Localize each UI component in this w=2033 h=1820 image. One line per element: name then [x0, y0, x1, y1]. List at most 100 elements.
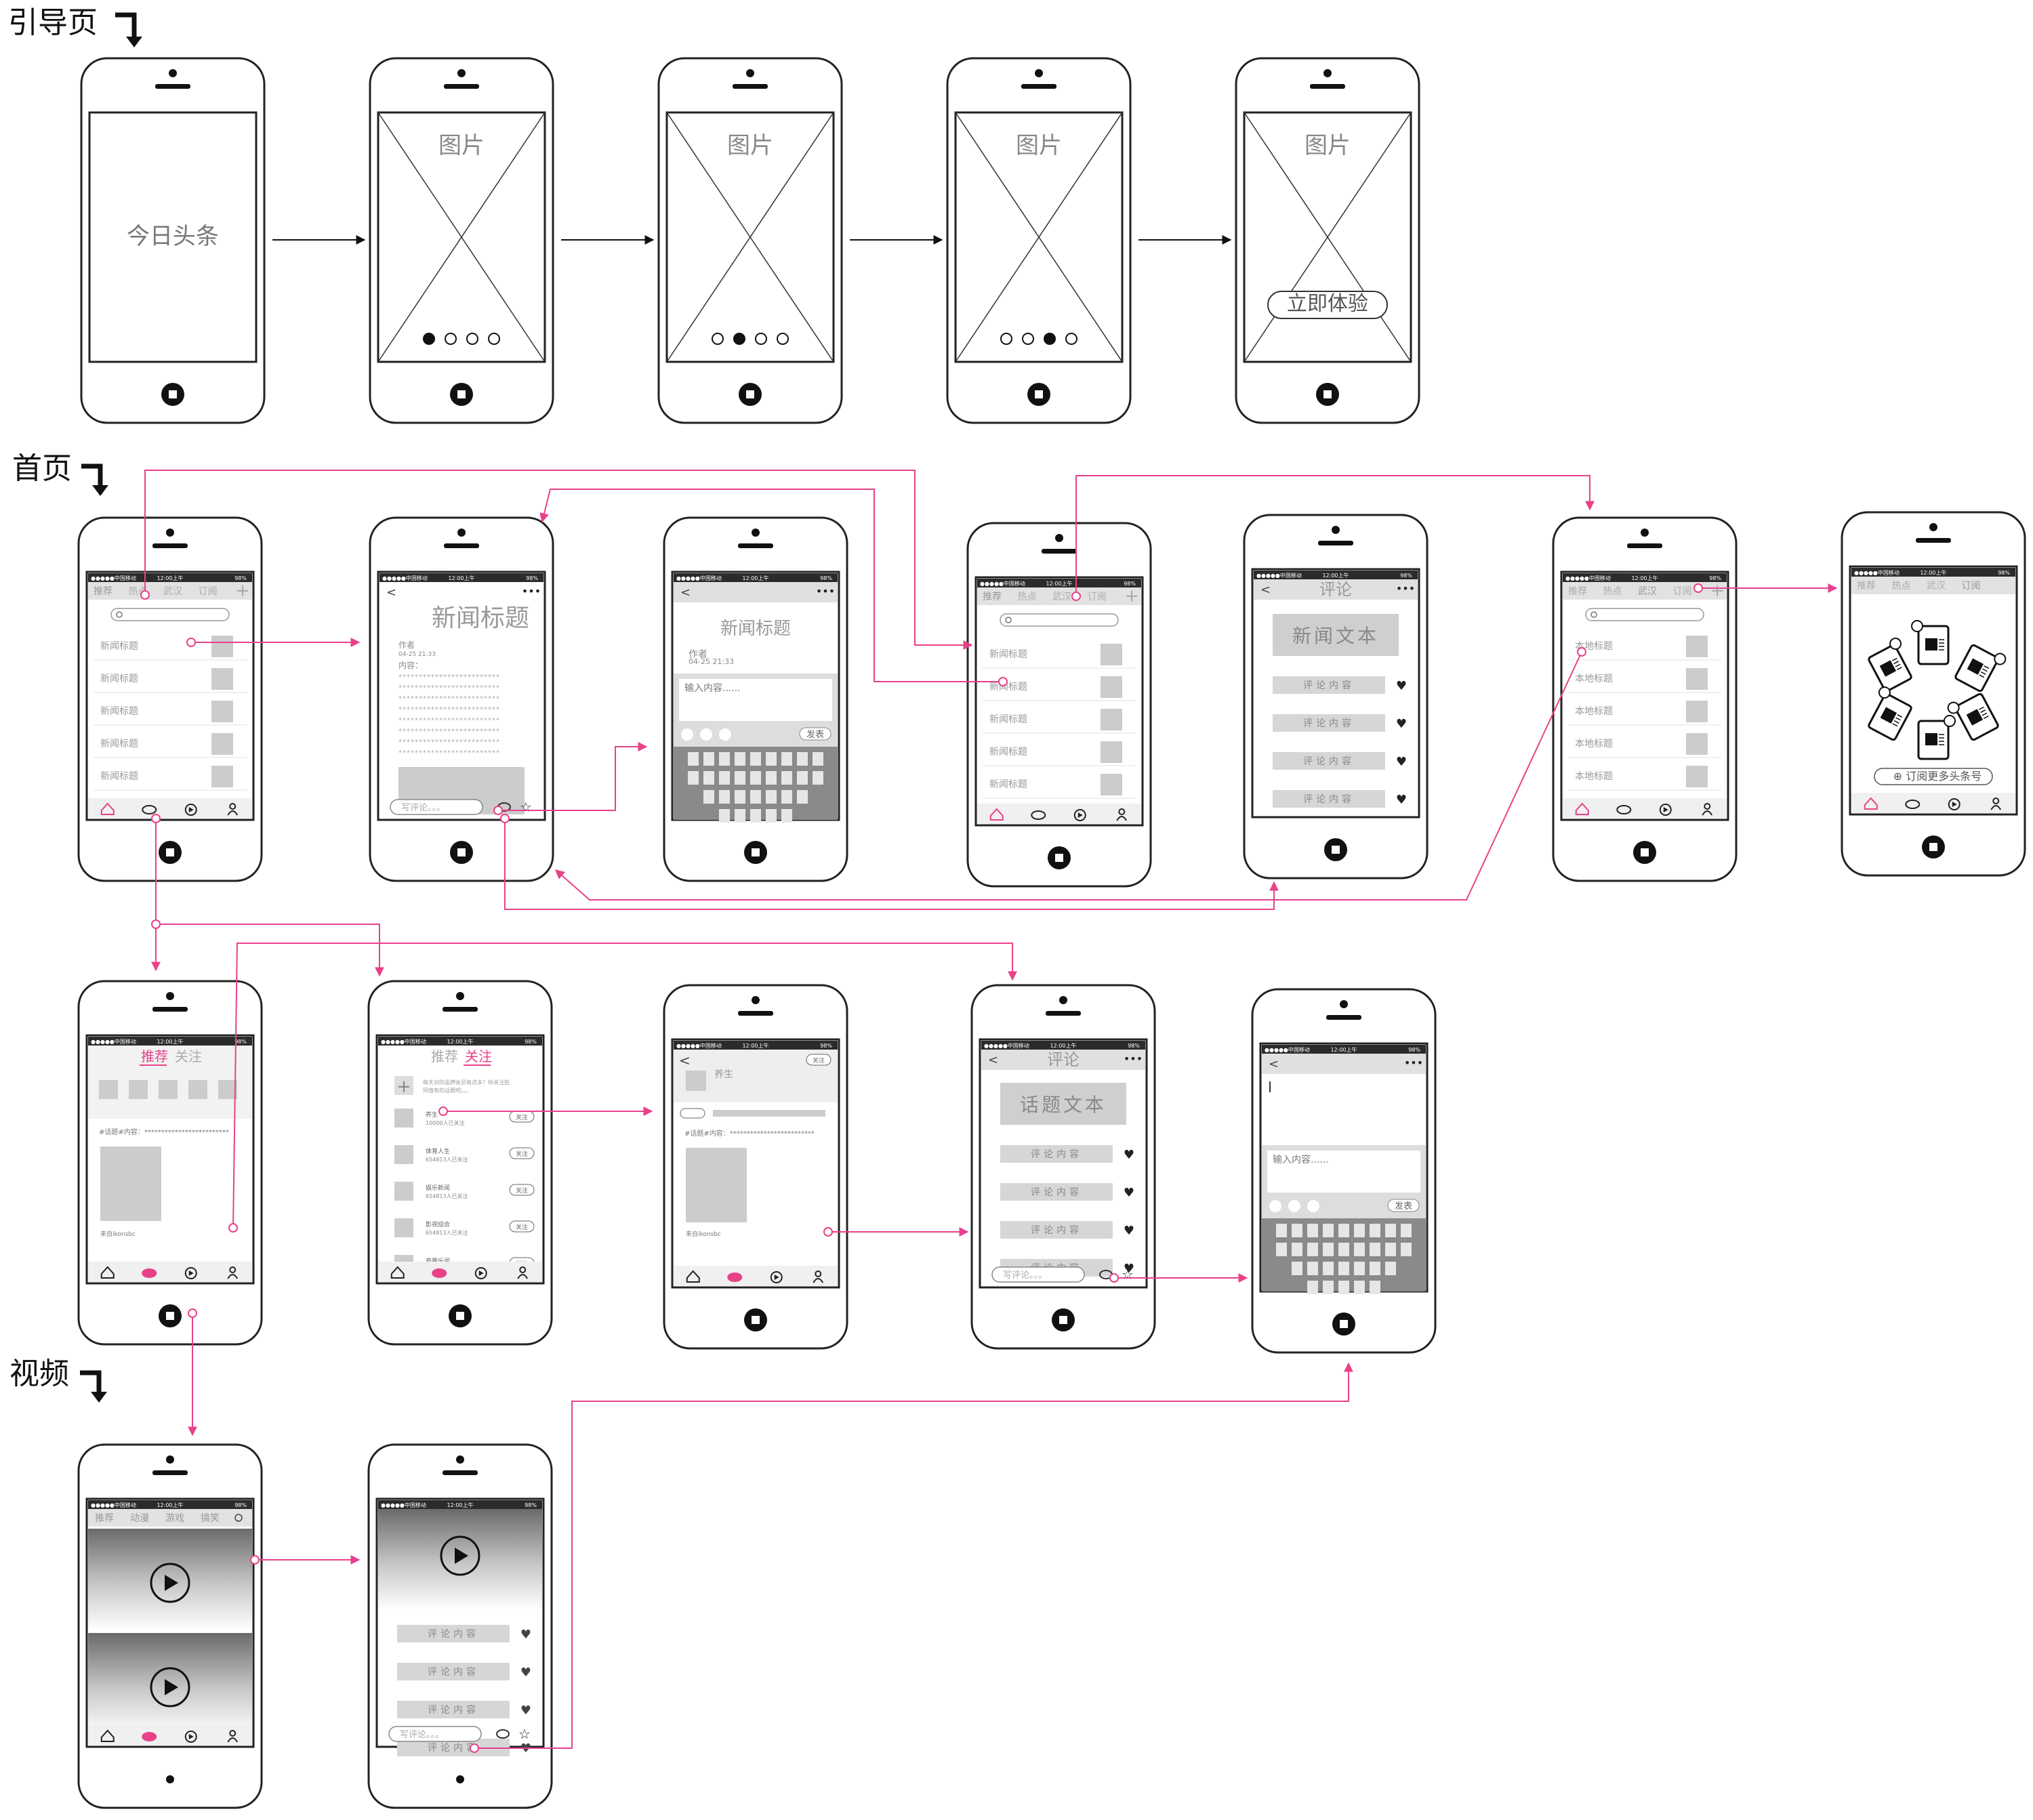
- list-item-title[interactable]: 新闻标题: [100, 641, 138, 652]
- comment-item[interactable]: [397, 1663, 510, 1680]
- keyboard-key[interactable]: [1338, 1224, 1349, 1237]
- keyboard-key[interactable]: [1323, 1281, 1334, 1294]
- comment-item[interactable]: [1000, 1145, 1113, 1163]
- keyboard-key[interactable]: [1338, 1262, 1349, 1275]
- channel-tab[interactable]: 热点: [1018, 592, 1037, 602]
- like-heart-icon[interactable]: ♥: [1396, 793, 1407, 807]
- list-item-title[interactable]: 新闻标题: [100, 739, 138, 749]
- keyboard-key[interactable]: [719, 809, 730, 823]
- like-heart-icon[interactable]: ♥: [1396, 679, 1407, 693]
- keyboard-key[interactable]: [1354, 1281, 1365, 1294]
- like-heart-icon[interactable]: ♥: [1124, 1186, 1134, 1200]
- follow-button[interactable]: [509, 1184, 535, 1196]
- comment-item[interactable]: [1000, 1221, 1113, 1239]
- home-tab-icon[interactable]: [100, 1729, 115, 1742]
- search-input[interactable]: [110, 608, 230, 621]
- list-item-title[interactable]: 本地标题: [1575, 771, 1613, 782]
- more-icon[interactable]: •••: [1124, 1052, 1143, 1065]
- home-button[interactable]: [166, 1775, 174, 1783]
- keyboard-key[interactable]: [1370, 1224, 1380, 1237]
- keyboard-key[interactable]: [1354, 1243, 1365, 1256]
- pager-dot[interactable]: [1044, 333, 1056, 345]
- topic-tab-icon[interactable]: [142, 1732, 157, 1741]
- video-tab-icon[interactable]: [474, 1267, 487, 1279]
- list-item-title[interactable]: 新闻标题: [100, 771, 138, 782]
- list-item-title[interactable]: 新闻标题: [989, 779, 1027, 790]
- video-channel-tab[interactable]: 动漫: [130, 1513, 149, 1524]
- like-heart-icon[interactable]: ♥: [1124, 1224, 1134, 1238]
- like-heart-icon[interactable]: ♥: [1124, 1148, 1134, 1162]
- emoji-option[interactable]: [1288, 1200, 1300, 1212]
- keyboard-key[interactable]: [766, 752, 777, 766]
- back-icon[interactable]: <: [988, 1053, 998, 1067]
- add-channel-icon[interactable]: +: [1710, 581, 1725, 601]
- pager-dot[interactable]: [445, 333, 457, 345]
- search-input[interactable]: [1000, 613, 1119, 627]
- video-tab-icon[interactable]: [1073, 809, 1086, 821]
- keyboard-key[interactable]: [719, 771, 730, 785]
- keyboard-key[interactable]: [1401, 1224, 1412, 1237]
- user-tab-icon[interactable]: [1992, 798, 2000, 804]
- play-button[interactable]: [150, 1667, 190, 1708]
- subscribe-doc-icon[interactable]: [1954, 640, 2007, 695]
- keyboard-key[interactable]: [1276, 1243, 1287, 1256]
- keyboard-key[interactable]: [750, 809, 761, 823]
- tab-following[interactable]: 关注: [465, 1048, 492, 1064]
- keyboard-key[interactable]: [750, 771, 761, 785]
- add-follow-button[interactable]: [394, 1076, 413, 1095]
- keyboard-key[interactable]: [1338, 1281, 1349, 1294]
- keyboard-key[interactable]: [688, 752, 699, 766]
- keyboard-key[interactable]: [1385, 1262, 1396, 1275]
- subscribe-doc-icon[interactable]: [1946, 688, 1999, 744]
- comment-icon[interactable]: [496, 1729, 510, 1739]
- list-item-title[interactable]: 新闻标题: [100, 706, 138, 717]
- keyboard-key[interactable]: [1307, 1224, 1318, 1237]
- video-tab-icon[interactable]: [184, 1731, 197, 1743]
- topic-icon[interactable]: [129, 1080, 148, 1099]
- keyboard-key[interactable]: [1276, 1224, 1287, 1237]
- home-tab-icon[interactable]: [1575, 802, 1589, 815]
- more-icon[interactable]: •••: [1396, 582, 1415, 595]
- topic-icon[interactable]: [188, 1080, 207, 1099]
- try-now-button[interactable]: [1267, 291, 1388, 319]
- comment-item[interactable]: [1273, 676, 1385, 694]
- tab-recommend[interactable]: 推荐: [141, 1048, 168, 1064]
- back-icon[interactable]: <: [1260, 583, 1271, 597]
- keyboard-key[interactable]: [1370, 1262, 1380, 1275]
- account-name[interactable]: 体育人生: [426, 1147, 450, 1155]
- pager-dot[interactable]: [466, 333, 478, 345]
- pager-dot[interactable]: [488, 333, 500, 345]
- comment-item[interactable]: [1273, 790, 1385, 808]
- search-icon[interactable]: [234, 1514, 243, 1522]
- comment-input[interactable]: [390, 799, 483, 815]
- user-tab-icon[interactable]: [815, 1270, 822, 1277]
- channel-tab[interactable]: 推荐: [983, 592, 1002, 602]
- comment-input[interactable]: [388, 1726, 482, 1742]
- keyboard-key[interactable]: [781, 809, 792, 823]
- home-tab-icon[interactable]: [989, 808, 1004, 821]
- compose-input[interactable]: [679, 679, 832, 721]
- keyboard-key[interactable]: [1354, 1262, 1365, 1275]
- topic-tab-icon[interactable]: [432, 1268, 447, 1278]
- add-channel-icon[interactable]: +: [235, 581, 250, 601]
- keyboard-key[interactable]: [703, 771, 714, 785]
- pager-dot[interactable]: [1065, 333, 1077, 345]
- search-input[interactable]: [1585, 608, 1704, 621]
- topic-icon[interactable]: [159, 1080, 178, 1099]
- keyboard-key[interactable]: [735, 752, 745, 766]
- video-tab-icon[interactable]: [1948, 798, 1960, 810]
- send-button[interactable]: [1387, 1199, 1420, 1212]
- channel-tab[interactable]: 推荐: [1568, 586, 1587, 597]
- keyboard-key[interactable]: [1323, 1262, 1334, 1275]
- emoji-option[interactable]: [719, 728, 731, 741]
- keyboard-key[interactable]: [735, 790, 745, 804]
- comment-input[interactable]: [991, 1266, 1085, 1283]
- keyboard-key[interactable]: [797, 752, 808, 766]
- keyboard-key[interactable]: [703, 752, 714, 766]
- channel-tab[interactable]: 订阅: [1088, 592, 1107, 602]
- keyboard-key[interactable]: [1292, 1262, 1302, 1275]
- like-heart-icon[interactable]: ♥: [520, 1703, 531, 1718]
- emoji-option[interactable]: [1269, 1200, 1281, 1212]
- pager-dot[interactable]: [777, 333, 789, 345]
- home-tab-icon[interactable]: [390, 1266, 405, 1279]
